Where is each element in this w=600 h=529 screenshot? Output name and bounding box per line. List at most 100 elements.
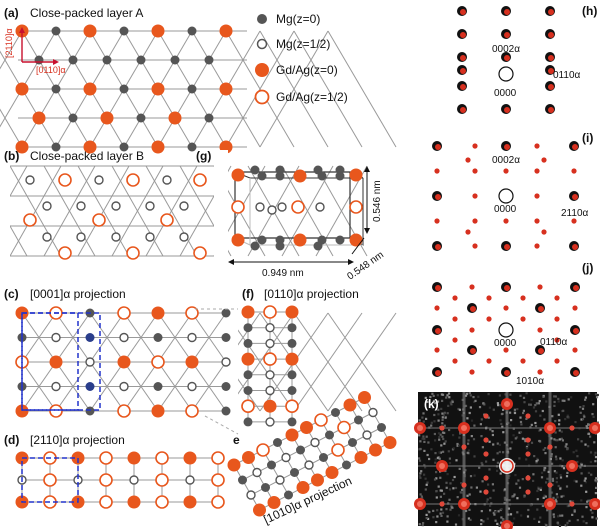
fft-noise	[468, 392, 471, 395]
diffraction-spot-small	[503, 218, 509, 224]
atom-mg-zhalf	[255, 202, 265, 212]
lattice-b-lines	[0, 150, 368, 280]
fft-noise	[435, 471, 438, 474]
fft-noise	[583, 479, 586, 482]
atom-gd-zhalf	[99, 473, 113, 487]
fft-noise	[585, 506, 588, 509]
fft-noise	[435, 490, 438, 493]
fft-noise	[527, 443, 530, 446]
fft-noise	[479, 423, 482, 426]
panel-f: (f) [0110]α projection	[241, 287, 359, 427]
atom-gd-zhalf	[185, 306, 199, 320]
fft-noise	[466, 494, 469, 497]
spot-j-center: 0000	[494, 338, 517, 349]
fft-noise	[522, 411, 525, 415]
diffraction-spot-red	[504, 144, 510, 150]
fft-noise	[448, 488, 452, 491]
panel-a: (a) Close-packed layer A [2110]α [0110]α	[0, 6, 397, 154]
fft-noise	[535, 461, 538, 464]
fft-noise	[441, 418, 444, 421]
diffraction-spot-red	[573, 285, 579, 291]
atom-mg-z0	[204, 113, 214, 123]
fft-noise	[432, 509, 435, 512]
fft-noise	[478, 466, 481, 469]
fft-noise	[502, 408, 505, 411]
diffraction-spot-small	[503, 168, 509, 174]
diffraction-spot-small	[472, 243, 478, 249]
fft-noise	[446, 394, 449, 397]
fft-noise	[555, 477, 558, 480]
lattice-a-diag	[0, 30, 23, 70]
fft-noise	[498, 524, 501, 527]
fft-noise	[513, 411, 517, 415]
fft-noise	[591, 516, 594, 519]
fft-noise	[440, 508, 443, 511]
fft-noise	[570, 396, 573, 399]
fft-noise	[498, 450, 501, 454]
fft-noise	[469, 394, 472, 397]
fft-noise	[440, 444, 443, 447]
fft-noise	[538, 429, 541, 432]
fft-spot-small	[547, 482, 553, 488]
fft-noise	[421, 416, 424, 419]
fft-noise	[433, 413, 436, 417]
fft-noise	[465, 509, 468, 513]
fft-spot-small	[483, 489, 489, 495]
fft-noise	[474, 399, 477, 402]
atom-mg-z0	[187, 142, 197, 152]
fft-noise	[435, 496, 438, 499]
fft-noise	[439, 433, 442, 436]
atom-gd-zhalf	[263, 305, 277, 319]
fft-noise	[514, 474, 517, 477]
diffraction-spot-red	[460, 84, 466, 90]
fft-noise	[445, 396, 448, 399]
lattice-f	[241, 305, 299, 427]
fft-noise	[459, 491, 462, 494]
fft-noise	[435, 477, 438, 480]
fft-noise	[492, 489, 495, 492]
lattice-e	[227, 391, 397, 517]
fft-noise	[487, 416, 490, 419]
fft-noise	[453, 475, 456, 479]
fft-spot-core	[417, 501, 423, 507]
diffraction-spot-red	[504, 107, 510, 113]
fft-noise	[423, 437, 426, 440]
atom-gd-z0	[285, 352, 299, 366]
diffraction-spot-red	[470, 306, 476, 312]
fft-noise	[584, 477, 587, 480]
spot-h-2: 0110α	[553, 70, 581, 81]
atom-gd-z0	[15, 404, 29, 418]
fft-noise	[555, 493, 558, 496]
fft-noise	[557, 484, 560, 488]
diffraction-spot-small	[554, 316, 560, 322]
fft-noise	[419, 472, 422, 475]
fft-noise	[500, 521, 503, 524]
panel-k-tag: (k)	[424, 397, 439, 411]
diffraction-spot-small	[434, 168, 440, 174]
diffraction-spot-small	[534, 193, 540, 199]
fft-noise	[542, 448, 545, 451]
fft-noise	[470, 486, 473, 489]
atom-mg-z0	[221, 382, 231, 391]
atom-overlap	[85, 382, 95, 391]
diffraction-spot-red	[435, 194, 441, 200]
diffraction-spot-small	[534, 143, 540, 149]
spot-j-2: 1010α	[516, 376, 544, 387]
fft-noise	[485, 500, 488, 503]
fft-noise	[435, 521, 438, 524]
atom-gd-zhalf	[155, 451, 169, 465]
fft-noise	[464, 404, 468, 407]
fft-noise	[503, 441, 506, 444]
fft-noise	[510, 419, 513, 422]
fft-noise	[422, 435, 425, 438]
fft-noise	[489, 504, 492, 507]
fft-noise	[446, 520, 449, 523]
atom-gd-z0	[300, 421, 313, 434]
fft-noise	[595, 486, 598, 489]
panel-c-title: [0001]α projection	[30, 287, 126, 301]
atom-mg-z0	[243, 338, 253, 348]
fft-spot-core	[547, 501, 553, 507]
fft-noise	[480, 510, 483, 513]
fft-noise	[555, 458, 558, 461]
lattice-a-diag	[0, 108, 23, 148]
